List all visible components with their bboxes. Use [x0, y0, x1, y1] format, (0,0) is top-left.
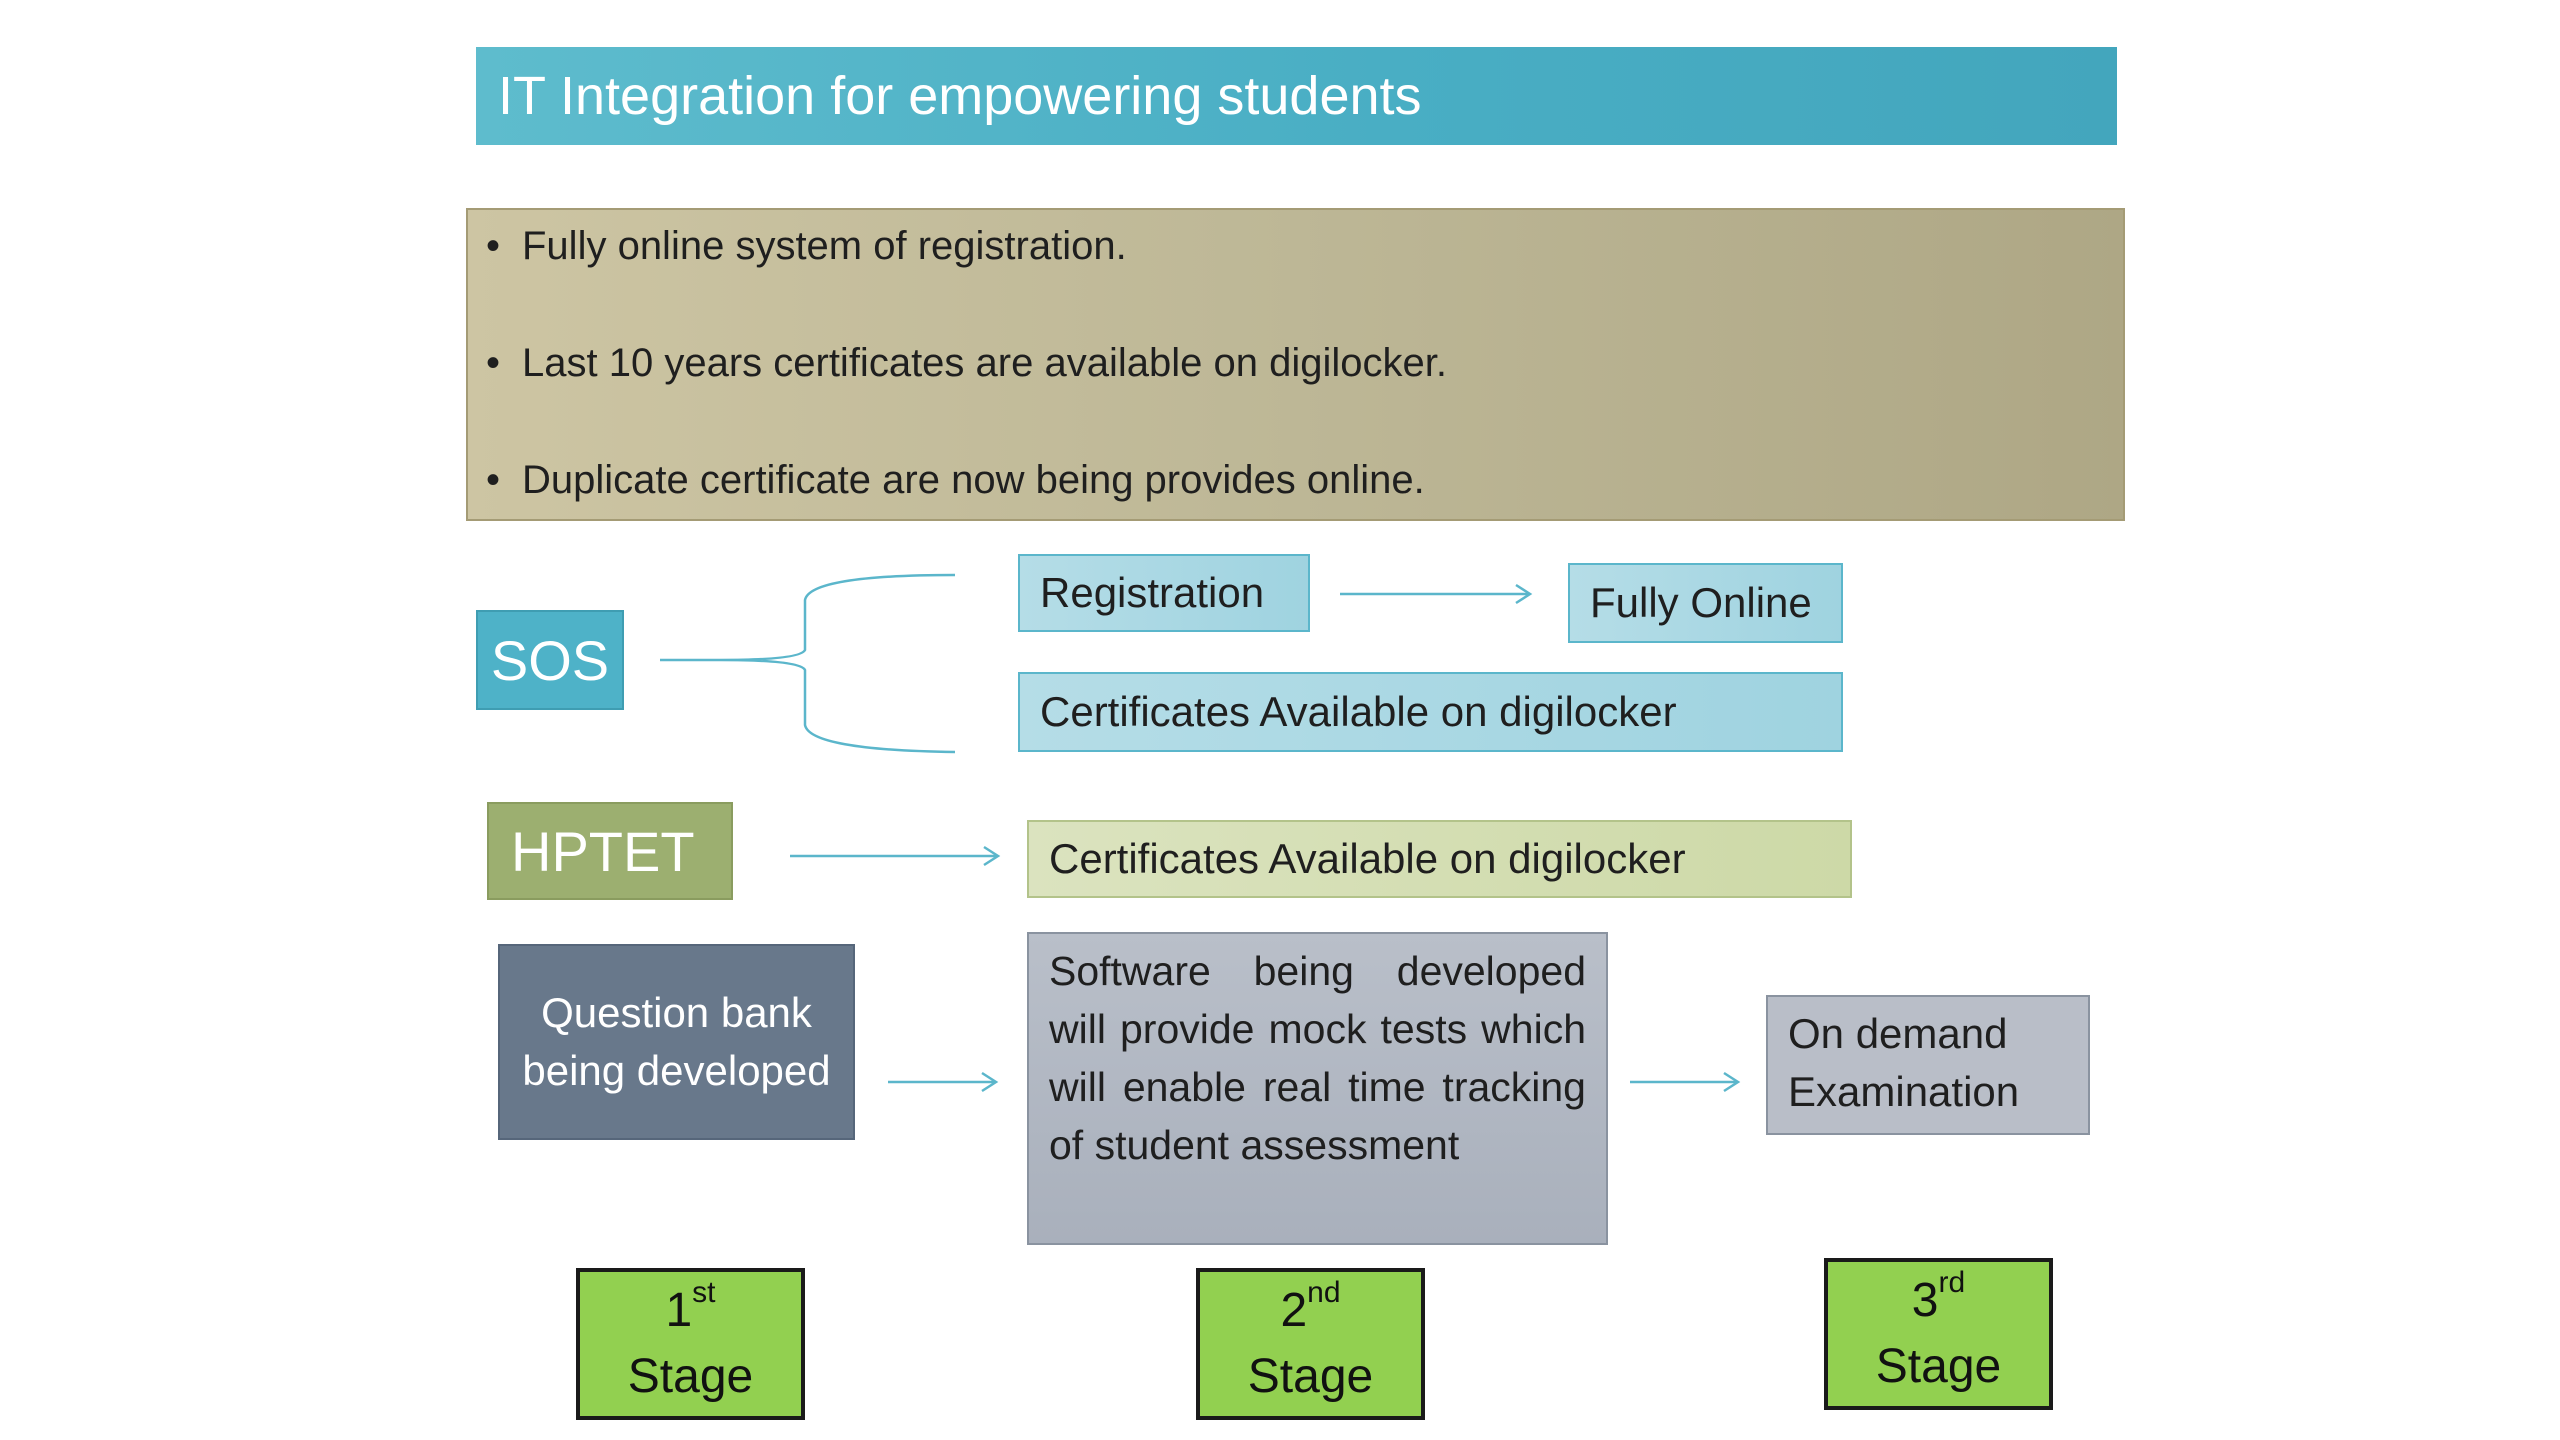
sos-brace-connector: [660, 573, 956, 754]
arrowhead-icon: [1723, 1071, 1741, 1093]
hptet-certificates-box: Certificates Available on digilocker: [1027, 820, 1852, 898]
bullet-item: • Fully online system of registration.: [486, 224, 1127, 269]
stage-label: Stage: [1875, 1340, 2002, 1393]
slide-title: IT Integration for empowering students: [476, 47, 2117, 145]
stage-3-box: 3rd Stage: [1824, 1258, 2053, 1410]
bullet-dot-icon: •: [486, 458, 501, 502]
bullet-item: • Last 10 years certificates are availabl…: [486, 341, 1447, 386]
stage-label: Stage: [627, 1350, 754, 1403]
stage-ordinal: 1st: [665, 1276, 716, 1338]
on-demand-line: Examination: [1788, 1068, 2020, 1115]
sos-certificates-box: Certificates Available on digilocker: [1018, 672, 1843, 752]
stage-1-box: 1st Stage: [576, 1268, 805, 1420]
question-bank-box: Question bank being developed: [498, 944, 855, 1140]
software-box: Software being developed will provide mo…: [1027, 932, 1608, 1245]
on-demand-line: On demand: [1788, 1010, 2008, 1057]
question-bank-line: being developed: [522, 1047, 831, 1094]
stage-ordinal: 2nd: [1280, 1276, 1341, 1338]
registration-box: Registration: [1018, 554, 1310, 632]
fully-online-box: Fully Online: [1568, 563, 1843, 643]
stage-label: Stage: [1247, 1350, 1374, 1403]
hptet-box: HPTET: [487, 802, 733, 900]
bullet-dot-icon: •: [486, 224, 501, 268]
stage-2-box: 2nd Stage: [1196, 1268, 1425, 1420]
arrowhead-icon: [983, 845, 1001, 867]
stage-ordinal: 3rd: [1911, 1266, 1966, 1328]
bullet-text: Last 10 years certificates are available…: [522, 341, 1447, 385]
bullet-text: Duplicate certificate are now being prov…: [522, 458, 1425, 502]
bullet-item: • Duplicate certificate are now being pro…: [486, 458, 1425, 503]
arrowhead-icon: [981, 1071, 999, 1093]
bullet-dot-icon: •: [486, 341, 501, 385]
question-bank-line: Question bank: [541, 989, 812, 1036]
bullet-text: Fully online system of registration.: [522, 224, 1127, 268]
bullet-list-box: • Fully online system of registration. • L…: [466, 208, 2125, 521]
arrowhead-icon: [1515, 583, 1533, 605]
sos-box: SOS: [476, 610, 624, 710]
on-demand-box: On demand Examination: [1766, 995, 2090, 1135]
